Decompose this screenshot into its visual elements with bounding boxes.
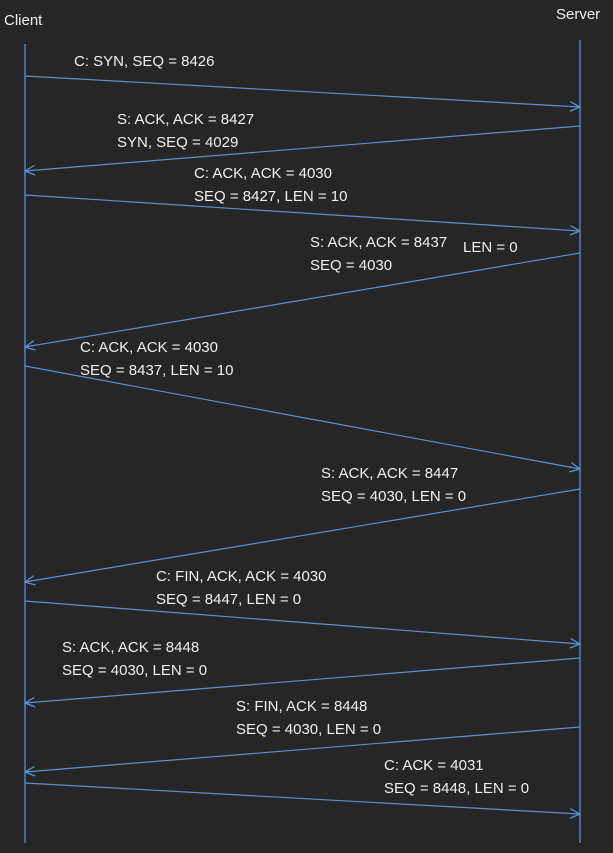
message-arrow [24,125,581,172]
message-arrow [24,726,581,773]
arrowhead-icon [23,164,36,176]
message-arrow [24,75,581,108]
message-label-line: SEQ = 4030, LEN = 0 [62,662,208,679]
message-arrow [24,488,581,583]
message-arrow [24,657,581,704]
arrowhead-icon [569,101,582,112]
arrowhead-icon [23,765,36,777]
message-arrow [24,252,581,348]
message-arrow [24,365,581,470]
client-lifeline-label: Client [4,12,43,29]
arrowhead-icon [23,575,36,586]
message-label: C: SYN, SEQ = 8426 [74,50,215,73]
message-arrow [24,782,581,815]
message-label-line: SEQ = 8427, LEN = 10 [194,188,348,205]
arrowhead-icon [23,696,36,708]
message-label-line: C: FIN, ACK, ACK = 4030 [156,568,327,585]
message-arrow [24,600,581,645]
message-extra-label: LEN = 0 [463,239,518,256]
message-label-line: S: ACK, ACK = 8447 [321,465,459,482]
arrowhead-icon [569,225,582,236]
message-label-line: S: FIN, ACK = 8448 [236,698,368,715]
message-label-line: SYN, SEQ = 4029 [117,134,239,151]
message-label-line: SEQ = 4030, LEN = 0 [321,488,467,505]
arrowhead-icon [23,340,36,351]
message-label-line: C: SYN, SEQ = 8426 [74,53,215,70]
server-lifeline-label: Server [556,6,601,23]
message-label-line: C: ACK, ACK = 4030 [80,339,218,356]
message-label-line: SEQ = 8447, LEN = 0 [156,591,302,608]
message-label-line: C: ACK = 4031 [384,757,484,774]
message-label-line: SEQ = 4030, LEN = 0 [236,721,382,738]
message-label-line: S: ACK, ACK = 8448 [62,639,200,656]
message-label-line: SEQ = 8437, LEN = 10 [80,362,234,379]
message-label-line: S: ACK, ACK = 8437 [310,234,448,251]
message-label-line: C: ACK, ACK = 4030 [194,165,332,182]
arrowhead-icon [569,461,582,473]
message-arrow [24,194,581,232]
message-label-line: SEQ = 8448, LEN = 0 [384,780,530,797]
message-label-line: S: ACK, ACK = 8427 [117,111,255,128]
arrowhead-icon [569,808,582,819]
arrowhead-icon [569,637,582,649]
message-label-line: SEQ = 4030 [310,257,393,274]
